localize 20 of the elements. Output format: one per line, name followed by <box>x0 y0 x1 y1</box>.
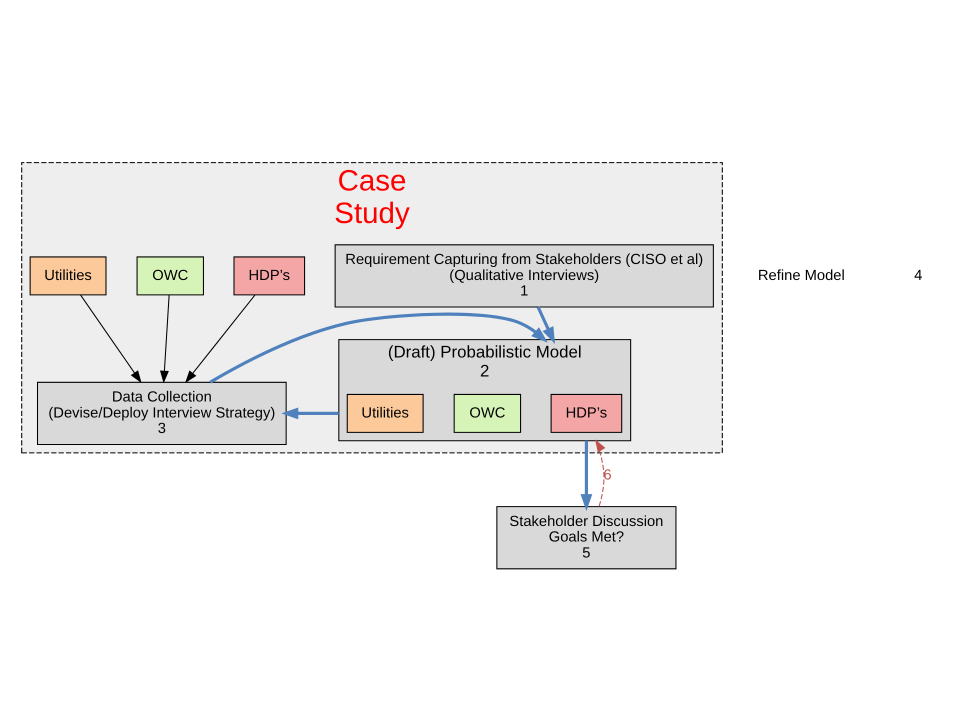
node-box: Data Collection (Devise/Deploy Interview Strategy) 3 <box>36 381 287 444</box>
node-box: OWC <box>454 393 522 432</box>
node-box: HDP’s <box>233 256 306 295</box>
arrow <box>281 406 339 419</box>
node-box: Utilities <box>30 256 107 295</box>
arrow <box>580 440 592 510</box>
arrow <box>185 294 256 383</box>
node-box: HDP’s <box>550 393 622 432</box>
label: 4 <box>914 267 922 284</box>
arrow <box>160 294 170 383</box>
node-box: Utilities <box>346 393 424 432</box>
arrow <box>595 438 606 506</box>
node-box: OWC <box>136 256 204 295</box>
arrow <box>536 306 556 344</box>
edge-label: 6 <box>603 466 612 483</box>
arrow <box>209 312 548 384</box>
node-box: Requirement Capturing from Stakeholders (CISO et al) (Qualitative Interviews) 1 <box>334 244 714 307</box>
label: Refine Model <box>758 267 845 284</box>
arrow <box>80 294 142 383</box>
node-box: Stakeholder Discussion Goals Met? 5 <box>496 506 676 569</box>
